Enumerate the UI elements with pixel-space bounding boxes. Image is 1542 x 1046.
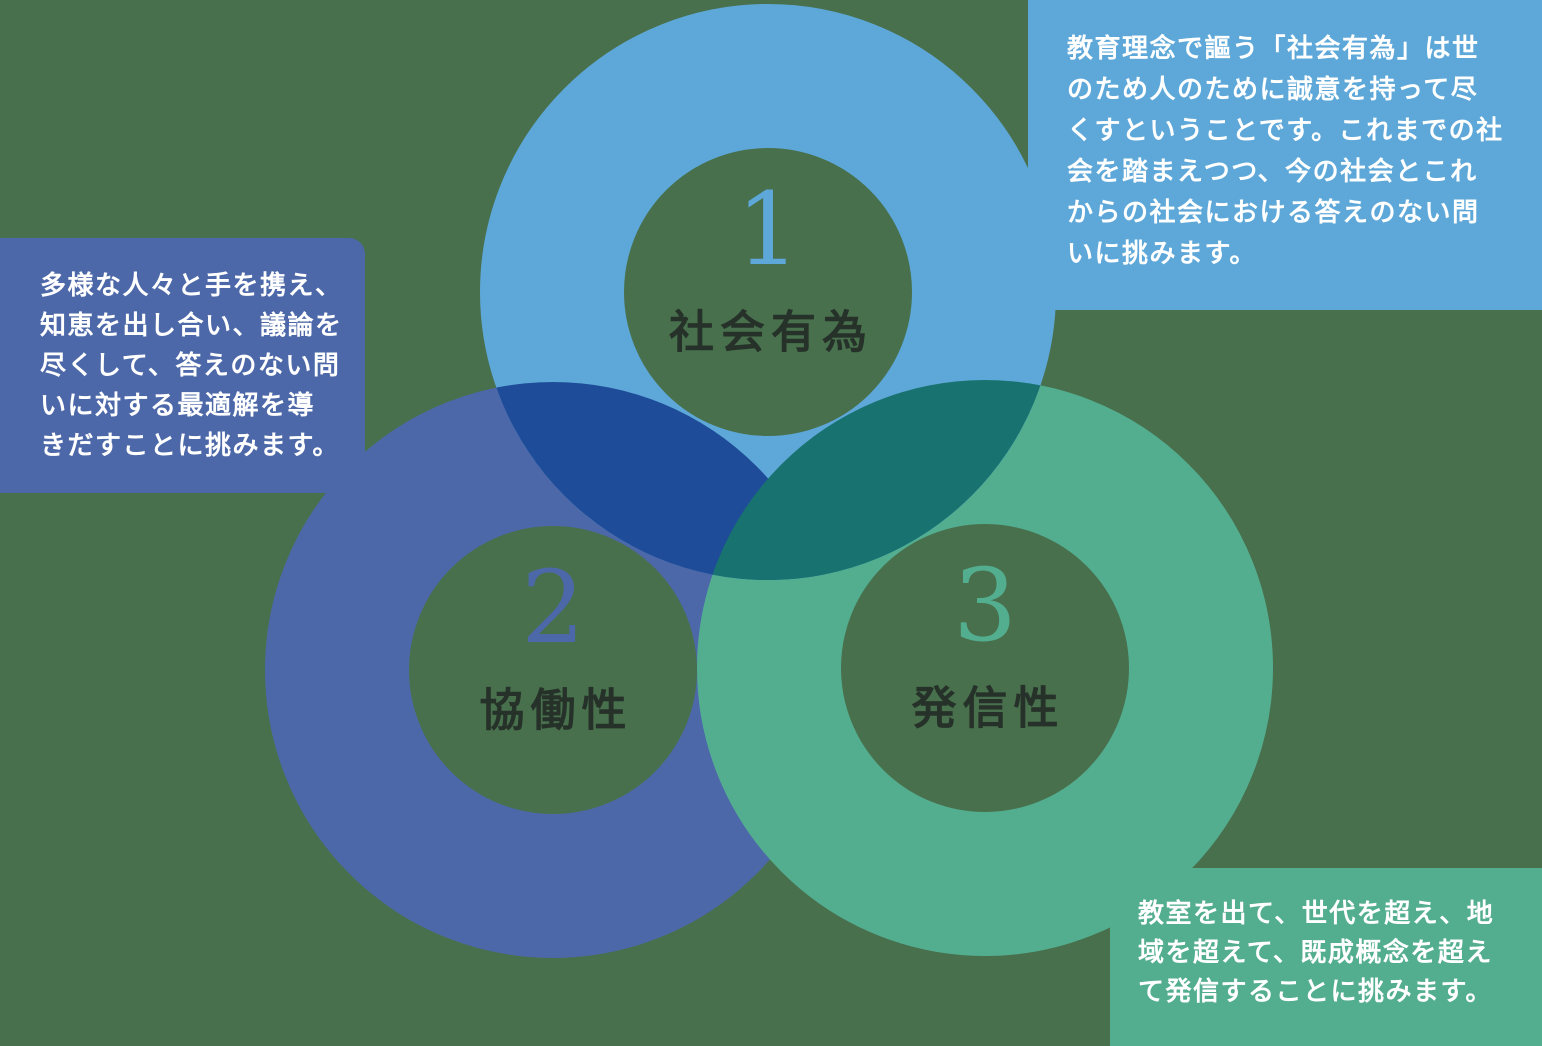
circle-2-number: 2 (521, 549, 585, 666)
circle-3-number: 3 (953, 547, 1017, 664)
callout-social-usefulness: 教育理念で謳う「社会有為」は世 のため人のために誠意を持って尽 くすということで… (1028, 0, 1542, 310)
circle-1-number: 1 (736, 171, 800, 288)
callout-collaboration: 多様な人々と手を携え、 知恵を出し合い、議論を 尽くして、答えのない問 いに対す… (0, 238, 365, 493)
circle-1-label: 社会有為 (668, 305, 874, 359)
circle-2-label: 協働性 (479, 683, 633, 737)
callout-transmission: 教室を出て、世代を超え、地 域を超えて、既成概念を超え て発信することに挑みます… (1110, 868, 1542, 1046)
overlap-1-3-shape (697, 380, 1056, 580)
overlap-1-2-shape (480, 382, 841, 580)
circle-3-label: 発信性 (911, 681, 1065, 735)
